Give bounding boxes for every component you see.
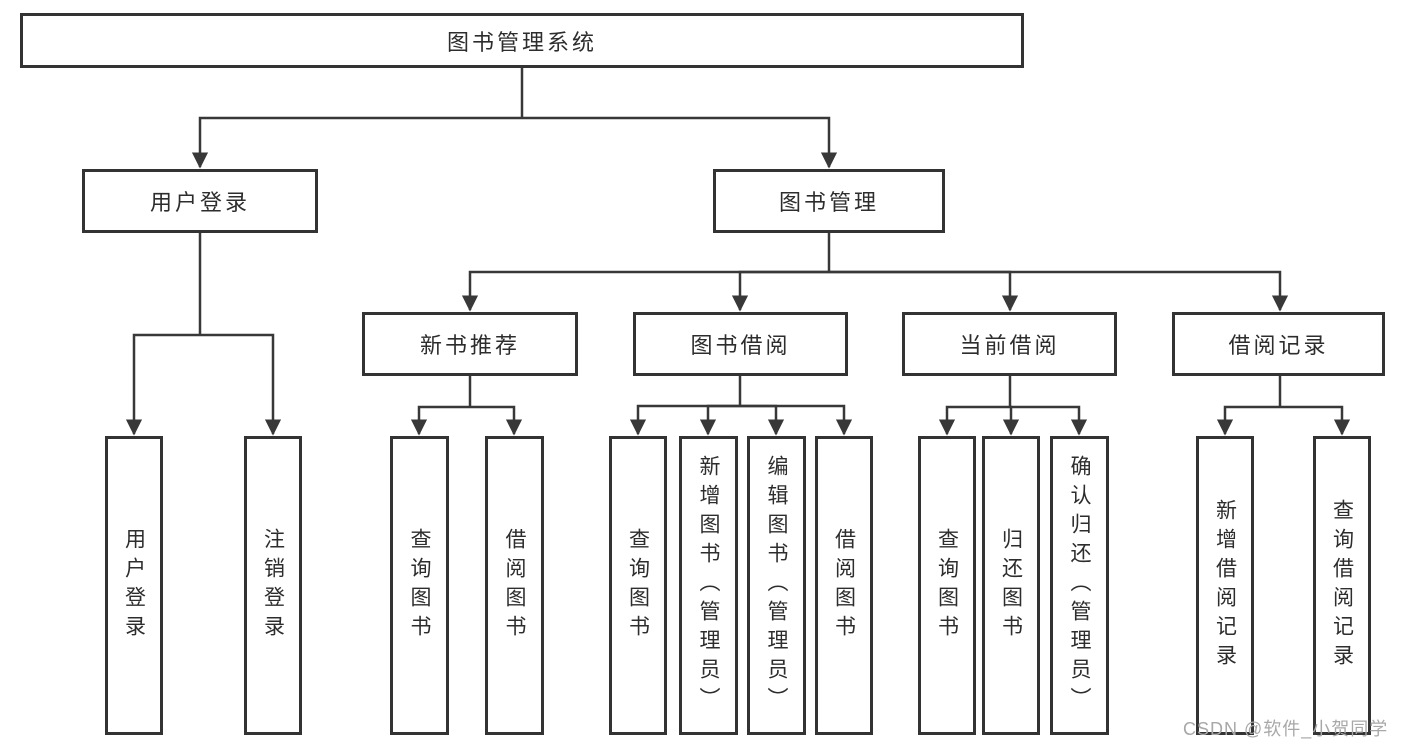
leaf-add-books-admin: 新增图书（管理员） <box>679 436 738 735</box>
leaf-edit-books-admin: 编辑图书（管理员） <box>747 436 806 735</box>
leaf-borrow-books-borrowing: 借阅图书 <box>815 436 873 735</box>
node-borrowing-records: 借阅记录 <box>1172 312 1385 376</box>
leaf-label: 查询借阅记录 <box>1330 498 1354 673</box>
leaf-label: 借阅图书 <box>832 527 856 644</box>
node-current-borrowing: 当前借阅 <box>902 312 1117 376</box>
leaf-return-books: 归还图书 <box>982 436 1040 735</box>
leaf-user-login: 用户登录 <box>105 436 163 735</box>
leaf-logout: 注销登录 <box>244 436 302 735</box>
leaf-label: 新增借阅记录 <box>1213 498 1237 673</box>
watermark-text: CSDN @软件_小贺同学 <box>1183 719 1389 739</box>
leaf-label: 借阅图书 <box>503 527 526 644</box>
node-new-book-recommendation: 新书推荐 <box>362 312 578 376</box>
leaf-label: 查询图书 <box>935 527 959 644</box>
leaf-label: 编辑图书（管理员） <box>765 455 788 716</box>
leaf-label: 用户登录 <box>122 527 146 644</box>
leaf-label: 确认归还（管理员） <box>1068 455 1091 716</box>
leaf-query-books-current: 查询图书 <box>918 436 976 735</box>
node-root: 图书管理系统 <box>20 13 1024 68</box>
leaf-label: 查询图书 <box>408 527 431 644</box>
leaf-confirm-return-admin: 确认归还（管理员） <box>1050 436 1109 735</box>
node-user-login: 用户登录 <box>82 169 318 233</box>
leaf-label: 归还图书 <box>999 527 1023 644</box>
leaf-label: 新增图书（管理员） <box>697 455 720 716</box>
leaf-label: 注销登录 <box>261 527 285 644</box>
leaf-borrow-books-recommend: 借阅图书 <box>485 436 544 735</box>
node-book-borrowing: 图书借阅 <box>633 312 848 376</box>
node-book-management: 图书管理 <box>713 169 945 233</box>
leaf-add-borrow-record: 新增借阅记录 <box>1196 436 1254 735</box>
leaf-query-books-recommend: 查询图书 <box>390 436 449 735</box>
leaf-label: 查询图书 <box>626 527 650 644</box>
leaf-query-books-borrowing: 查询图书 <box>609 436 667 735</box>
leaf-query-borrow-record: 查询借阅记录 <box>1313 436 1371 735</box>
